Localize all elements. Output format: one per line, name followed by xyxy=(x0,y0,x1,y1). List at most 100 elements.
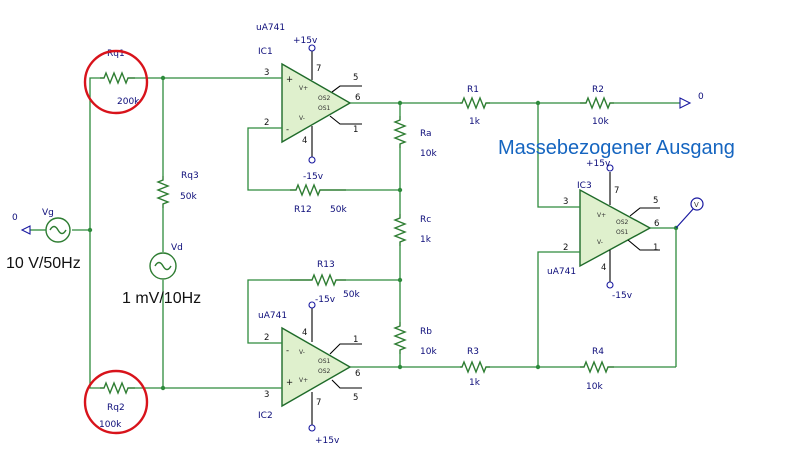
wires xyxy=(72,77,680,389)
r4-name: R4 xyxy=(592,347,604,357)
ic1-name: IC1 xyxy=(258,47,273,57)
rq1-name: Rq1 xyxy=(107,49,125,59)
svg-text:+: + xyxy=(286,75,293,85)
rc-value: 1k xyxy=(420,235,432,245)
svg-text:V-: V- xyxy=(299,115,305,122)
opamp-ic2: uA741 IC2 -15v +15v 2 3 - + 4 7 6 1 5 V-… xyxy=(258,295,362,446)
resistor-r4: R4 10k xyxy=(580,347,614,392)
ic3-name: IC3 xyxy=(577,181,592,191)
r1-value: 1k xyxy=(469,117,481,127)
ra-value: 10k xyxy=(420,149,437,159)
svg-text:1: 1 xyxy=(353,335,358,345)
svg-text:V+: V+ xyxy=(299,85,308,92)
resistor-rq2: Rq2 100k xyxy=(99,381,135,430)
r3-value: 1k xyxy=(469,378,481,388)
ground-output-symbol: 0 xyxy=(679,92,704,109)
svg-text:OS1: OS1 xyxy=(318,358,331,365)
ic1-vneg: -15v xyxy=(303,172,324,182)
resistor-r3: R3 1k xyxy=(460,347,490,388)
svg-text:1: 1 xyxy=(653,243,658,253)
svg-text:6: 6 xyxy=(355,369,360,379)
rq2-name: Rq2 xyxy=(107,403,125,413)
svg-text:5: 5 xyxy=(353,73,358,83)
rb-value: 10k xyxy=(420,347,437,357)
svg-text:4: 4 xyxy=(302,136,307,146)
svg-text:2: 2 xyxy=(264,333,269,343)
ic2-type: uA741 xyxy=(258,311,287,321)
r12-name: R12 xyxy=(294,205,312,215)
svg-text:V+: V+ xyxy=(299,377,308,384)
svg-text:OS2: OS2 xyxy=(318,368,331,375)
svg-text:OS2: OS2 xyxy=(318,95,331,102)
svg-text:3: 3 xyxy=(563,197,568,207)
svg-text:+: + xyxy=(286,378,293,388)
svg-text:7: 7 xyxy=(614,186,619,196)
ic1-vpos: +15v xyxy=(293,36,318,46)
rb-name: Rb xyxy=(420,327,432,337)
vg-value: 10 V/50Hz xyxy=(6,255,81,272)
vd-value: 1 mV/10Hz xyxy=(122,290,201,307)
r1-name: R1 xyxy=(467,85,479,95)
svg-text:1: 1 xyxy=(353,125,358,135)
svg-text:2: 2 xyxy=(264,118,269,128)
svg-text:3: 3 xyxy=(264,390,269,400)
ra-name: Ra xyxy=(420,129,432,139)
opamp-ic1: uA741 IC1 +15v -15v 3 2 + - 7 4 6 5 1 V+… xyxy=(256,23,362,182)
page-title: Massebezogener Ausgang xyxy=(498,137,735,159)
r2-value: 10k xyxy=(592,117,609,127)
svg-text:OS2: OS2 xyxy=(616,219,629,226)
svg-text:6: 6 xyxy=(654,219,659,229)
rq3-name: Rq3 xyxy=(181,171,199,181)
source-vg: 0 Vg 10 V/50Hz xyxy=(6,208,81,272)
svg-text:V: V xyxy=(694,201,699,209)
r3-name: R3 xyxy=(467,347,479,357)
source-vd: Vd 1 mV/10Hz xyxy=(122,243,201,307)
highlight-rq1 xyxy=(83,49,149,115)
svg-text:-: - xyxy=(286,346,289,356)
r4-value: 10k xyxy=(586,382,603,392)
rq3-value: 50k xyxy=(180,192,197,202)
ic2-name: IC2 xyxy=(258,411,273,421)
resistor-r1: R1 1k xyxy=(460,85,490,127)
rc-name: Rc xyxy=(420,215,431,225)
svg-text:6: 6 xyxy=(355,93,360,103)
resistor-rq3: Rq3 50k xyxy=(156,171,199,208)
svg-text:V+: V+ xyxy=(597,212,606,219)
resistor-rq1: Rq1 200k xyxy=(100,49,140,107)
opamp-ic3: IC3 uA741 +15v -15v 3 2 7 4 6 5 1 V+ V- … xyxy=(547,159,660,301)
svg-text:V-: V- xyxy=(299,349,305,356)
rq1-value: 200k xyxy=(117,97,140,107)
junction-dots xyxy=(87,75,679,391)
vg-name: Vg xyxy=(42,208,54,218)
svg-text:5: 5 xyxy=(353,393,358,403)
svg-text:2: 2 xyxy=(563,243,568,253)
highlight-rq2 xyxy=(83,369,149,435)
svg-text:4: 4 xyxy=(601,263,606,273)
voltage-probe-icon: V xyxy=(675,197,704,229)
r13-name: R13 xyxy=(317,260,335,270)
vg-ground-label: 0 xyxy=(12,213,18,223)
ic3-vpos: +15v xyxy=(586,159,611,169)
ic3-type: uA741 xyxy=(547,267,576,277)
svg-text:7: 7 xyxy=(316,398,321,408)
resistor-ra: Ra 10k xyxy=(393,116,437,159)
r13-value: 50k xyxy=(343,290,360,300)
resistor-r13: R13 50k xyxy=(290,260,360,300)
ic1-type: uA741 xyxy=(256,23,285,33)
resistor-r2: R2 10k xyxy=(580,85,614,127)
r12-value: 50k xyxy=(330,205,347,215)
svg-text:OS1: OS1 xyxy=(616,229,629,236)
resistor-rb: Rb 10k xyxy=(393,322,437,357)
output-ground-label: 0 xyxy=(698,92,704,102)
rq2-value: 100k xyxy=(99,420,122,430)
svg-text:3: 3 xyxy=(264,68,269,78)
svg-text:V-: V- xyxy=(597,239,603,246)
svg-text:5: 5 xyxy=(653,196,658,206)
svg-text:7: 7 xyxy=(316,64,321,74)
resistor-r12: R12 50k xyxy=(290,183,347,215)
svg-text:OS1: OS1 xyxy=(318,105,331,112)
ic3-vneg: -15v xyxy=(612,291,633,301)
svg-text:-: - xyxy=(286,125,289,135)
resistor-rc: Rc 1k xyxy=(393,214,432,246)
